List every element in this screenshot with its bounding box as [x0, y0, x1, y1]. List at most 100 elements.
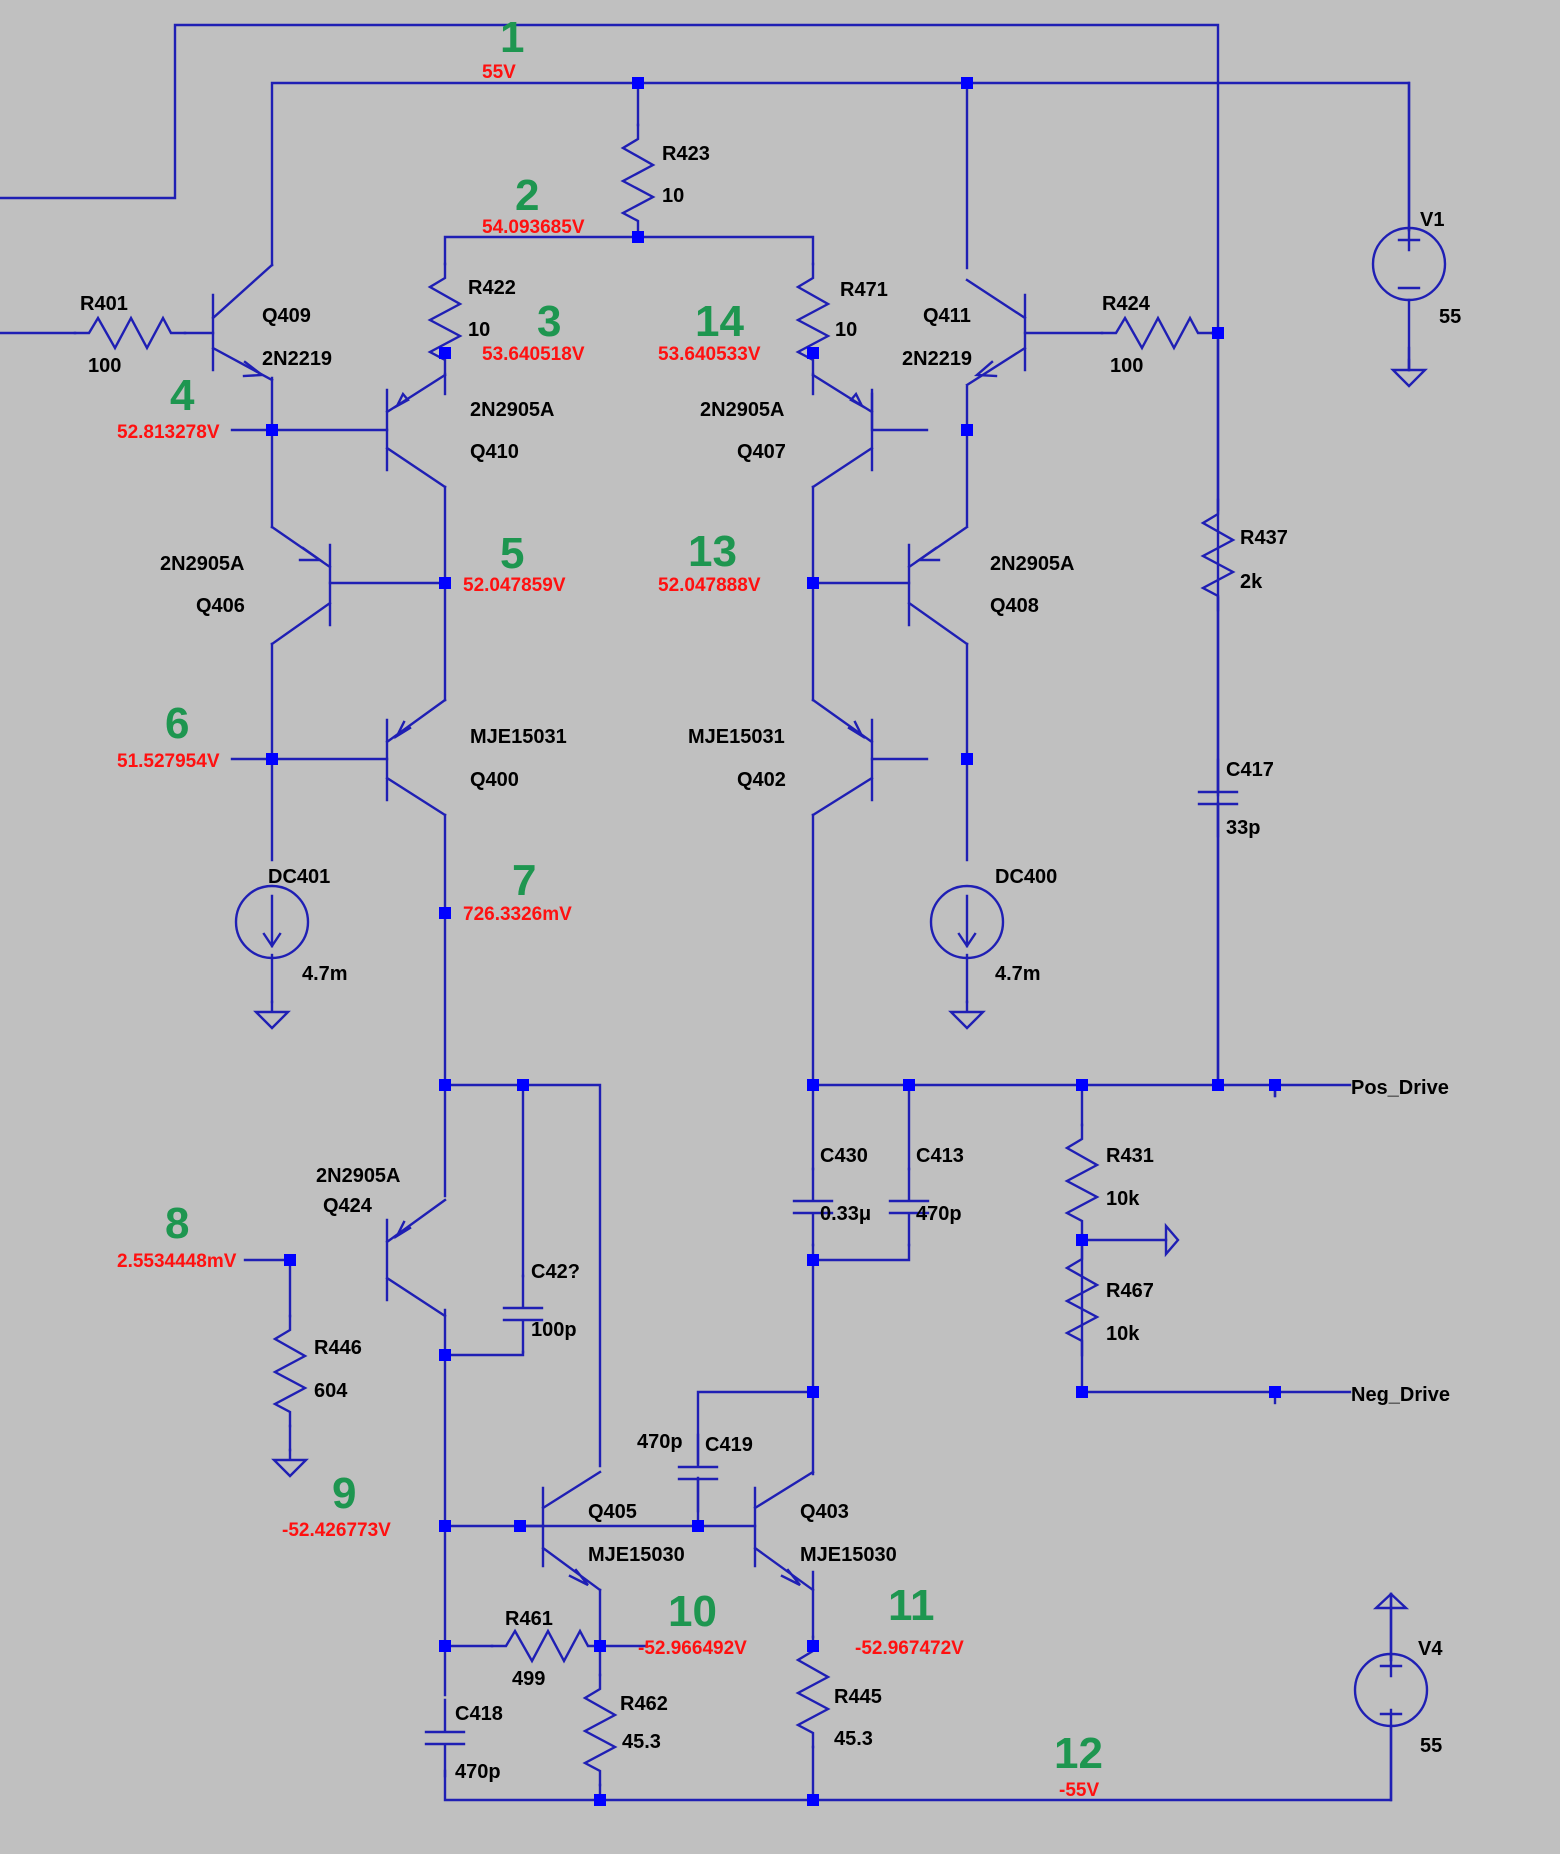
q406-symbol: [270, 525, 332, 646]
r431-ground-icon: [1164, 1222, 1180, 1258]
node-number-6: 6: [165, 699, 189, 748]
r471-value: 10: [835, 319, 857, 341]
node-number-12: 12: [1054, 1729, 1103, 1778]
q406-name: Q406: [196, 595, 245, 617]
dc401-value: 4.7m: [302, 963, 348, 985]
v4-value: 55: [1420, 1735, 1442, 1757]
q400-model: MJE15031: [470, 726, 567, 748]
node-number-4: 4: [170, 371, 195, 420]
c417-value: 33p: [1226, 817, 1260, 839]
voltage-node-6: 51.527954V: [117, 751, 220, 772]
q424-name: Q424: [323, 1195, 373, 1217]
r423-name: R423: [662, 143, 710, 165]
r446-symbol: [273, 1314, 307, 1428]
r424-name: R424: [1102, 293, 1151, 315]
r445-value: 45.3: [834, 1728, 873, 1750]
v1-symbol: [1371, 81, 1447, 372]
dc401-name: DC401: [268, 866, 330, 888]
r437-name: R437: [1240, 527, 1288, 549]
voltage-node-1: 55V: [482, 62, 516, 83]
node-number-13: 13: [688, 527, 737, 576]
r423-value: 10: [662, 185, 684, 207]
dc400-ground-icon: [949, 1000, 985, 1030]
node-numbers: 1 2 3 4 5 6 7 8 9 10 11 12 13 14: [165, 13, 1103, 1778]
voltage-node-9: -52.426773V: [282, 1520, 391, 1541]
r423-symbol: [621, 123, 655, 237]
c419-value: 470p: [637, 1431, 683, 1453]
dc401-symbol: [234, 884, 310, 960]
q405-model: MJE15030: [588, 1544, 685, 1566]
dc400-symbol: [929, 884, 1005, 960]
node-number-2: 2: [515, 171, 539, 220]
component-labels: R401 100 R423 10 R422 10 R471 10 R424 10…: [80, 143, 1461, 1783]
r471-name: R471: [840, 279, 888, 301]
q408-model: 2N2905A: [990, 553, 1075, 575]
c419-name: C419: [705, 1434, 753, 1456]
voltage-node-11: -52.967472V: [855, 1638, 964, 1659]
q424-symbol: [385, 1198, 447, 1318]
q411-model: 2N2219: [902, 348, 972, 370]
q409-model: 2N2219: [262, 348, 332, 370]
q403-model: MJE15030: [800, 1544, 897, 1566]
junctions: [266, 77, 1281, 1806]
q409-symbol: [211, 263, 274, 382]
q407-model: 2N2905A: [700, 399, 785, 421]
pos-drive-label: Pos_Drive: [1351, 1077, 1449, 1099]
c417-name: C417: [1226, 759, 1274, 781]
voltage-node-5: 52.047859V: [463, 575, 566, 596]
r446-value: 604: [314, 1380, 348, 1402]
node-voltages: 55V 54.093685V 53.640518V 52.813278V 52.…: [117, 62, 1099, 1801]
r401-name: R401: [80, 293, 128, 315]
neg-drive-label: Neg_Drive: [1351, 1384, 1450, 1406]
r445-symbol: [796, 1635, 830, 1749]
r401-symbol: [73, 316, 187, 350]
node-number-5: 5: [500, 529, 524, 578]
v1-name: V1: [1420, 209, 1444, 231]
c42x-name: C42?: [531, 1261, 580, 1283]
q411-symbol: [965, 278, 1027, 387]
r431-name: R431: [1106, 1145, 1154, 1167]
voltage-node-3: 53.640518V: [482, 344, 585, 365]
c418-name: C418: [455, 1703, 503, 1725]
v4-name: V4: [1418, 1638, 1443, 1660]
q406-model: 2N2905A: [160, 553, 245, 575]
r424-symbol: [1100, 316, 1214, 350]
q424-model: 2N2905A: [316, 1165, 401, 1187]
voltage-node-14: 53.640533V: [658, 344, 761, 365]
voltage-node-8: 2.5534448mV: [117, 1251, 237, 1272]
dc400-name: DC400: [995, 866, 1057, 888]
q400-name: Q400: [470, 769, 519, 791]
node-number-14: 14: [695, 297, 744, 346]
r461-name: R461: [505, 1608, 553, 1630]
c430-name: C430: [820, 1145, 868, 1167]
v4-symbol: [1353, 1592, 1429, 1802]
q402-symbol: [811, 698, 874, 817]
q410-name: Q410: [470, 441, 519, 463]
voltage-node-4: 52.813278V: [117, 422, 220, 443]
q407-symbol: [811, 373, 874, 489]
node-number-1: 1: [500, 13, 524, 62]
q400-symbol: [385, 698, 447, 817]
dc400-value: 4.7m: [995, 963, 1041, 985]
r462-symbol: [583, 1673, 617, 1787]
r431-value: 10k: [1106, 1188, 1140, 1210]
passives: [73, 81, 1447, 1802]
transistors: [211, 263, 1027, 1592]
q410-symbol: [385, 373, 447, 489]
node-number-9: 9: [332, 1469, 356, 1518]
q409-name: Q409: [262, 305, 311, 327]
voltage-node-2: 54.093685V: [482, 217, 585, 238]
r445-name: R445: [834, 1686, 882, 1708]
c413-value: 470p: [916, 1203, 962, 1225]
voltage-node-10: -52.966492V: [638, 1638, 747, 1659]
r422-name: R422: [468, 277, 516, 299]
r467-value: 10k: [1106, 1323, 1140, 1345]
r422-value: 10: [468, 319, 490, 341]
node-number-3: 3: [537, 297, 561, 346]
q410-model: 2N2905A: [470, 399, 555, 421]
q405-name: Q405: [588, 1501, 637, 1523]
c418-value: 470p: [455, 1761, 501, 1783]
c430-value: 0.33μ: [820, 1203, 871, 1225]
dc401-ground-icon: [254, 1000, 290, 1030]
